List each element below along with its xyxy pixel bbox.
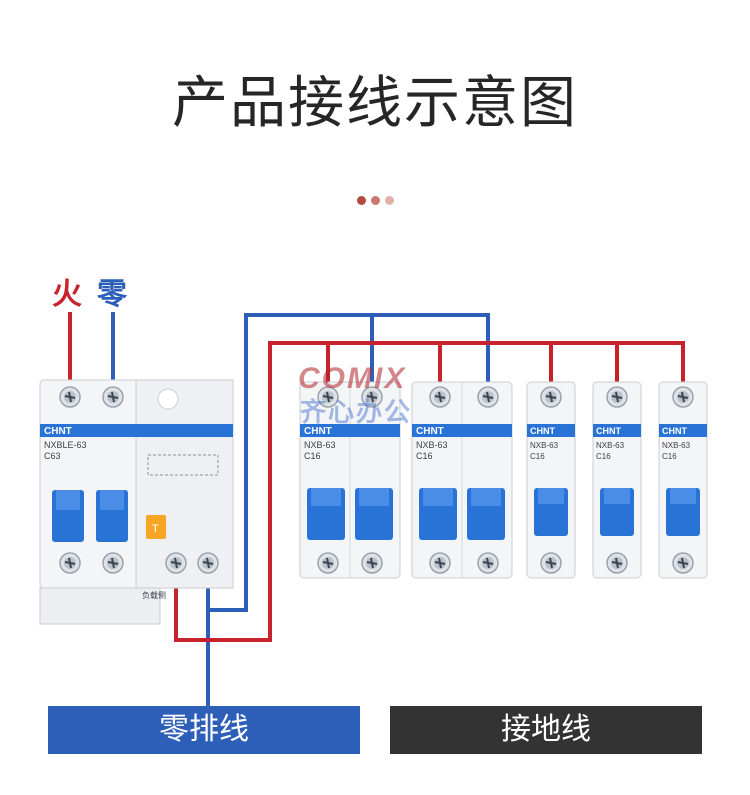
double-1-rating: C16 xyxy=(304,451,321,461)
rcbo-test-label: T xyxy=(152,523,159,535)
live-wires xyxy=(68,312,685,642)
single-breaker-1 xyxy=(526,381,576,579)
double-breaker-2 xyxy=(411,381,513,579)
rcbo-brand: CHNT xyxy=(44,426,72,437)
page-title: 产品接线示意图 xyxy=(172,71,578,136)
single-1-rating: C16 xyxy=(530,452,545,461)
ground-bar-label: 接地线 xyxy=(390,706,702,754)
double-1-model: NXB-63 xyxy=(304,440,336,450)
double-2-brand: CHNT xyxy=(416,426,444,437)
neutral-label: 零 xyxy=(97,277,128,312)
single-breaker-2 xyxy=(592,381,642,579)
dot-3 xyxy=(385,196,394,205)
neutral-bar-label: 零排线 xyxy=(48,706,360,754)
rcbo-breaker xyxy=(39,379,234,625)
dot-1 xyxy=(357,196,366,205)
double-breaker-1 xyxy=(299,381,401,579)
single-1-model: NXB-63 xyxy=(530,441,559,450)
watermark-text: 齐心办公 xyxy=(300,398,413,428)
single-2-model: NXB-63 xyxy=(596,441,625,450)
double-2-rating: C16 xyxy=(416,451,433,461)
live-output-wire xyxy=(174,341,685,642)
single-1-brand: CHNT xyxy=(530,426,555,436)
single-3-brand: CHNT xyxy=(662,426,687,436)
double-2-model: NXB-63 xyxy=(416,440,448,450)
dot-2 xyxy=(371,196,380,205)
single-breaker-3 xyxy=(658,381,708,579)
watermark-logo: COMIX xyxy=(298,362,407,395)
live-label: 火 xyxy=(52,277,82,312)
single-3-rating: C16 xyxy=(662,452,677,461)
single-2-brand: CHNT xyxy=(596,426,621,436)
single-2-rating: C16 xyxy=(596,452,611,461)
neutral-distribution-wire xyxy=(208,313,490,612)
double-1-brand: CHNT xyxy=(304,426,332,437)
rcbo-rating: C63 xyxy=(44,451,61,461)
rcbo-model: NXBLE-63 xyxy=(44,440,87,450)
rcbo-side-label: 负载侧 xyxy=(142,590,166,600)
single-3-model: NXB-63 xyxy=(662,441,691,450)
